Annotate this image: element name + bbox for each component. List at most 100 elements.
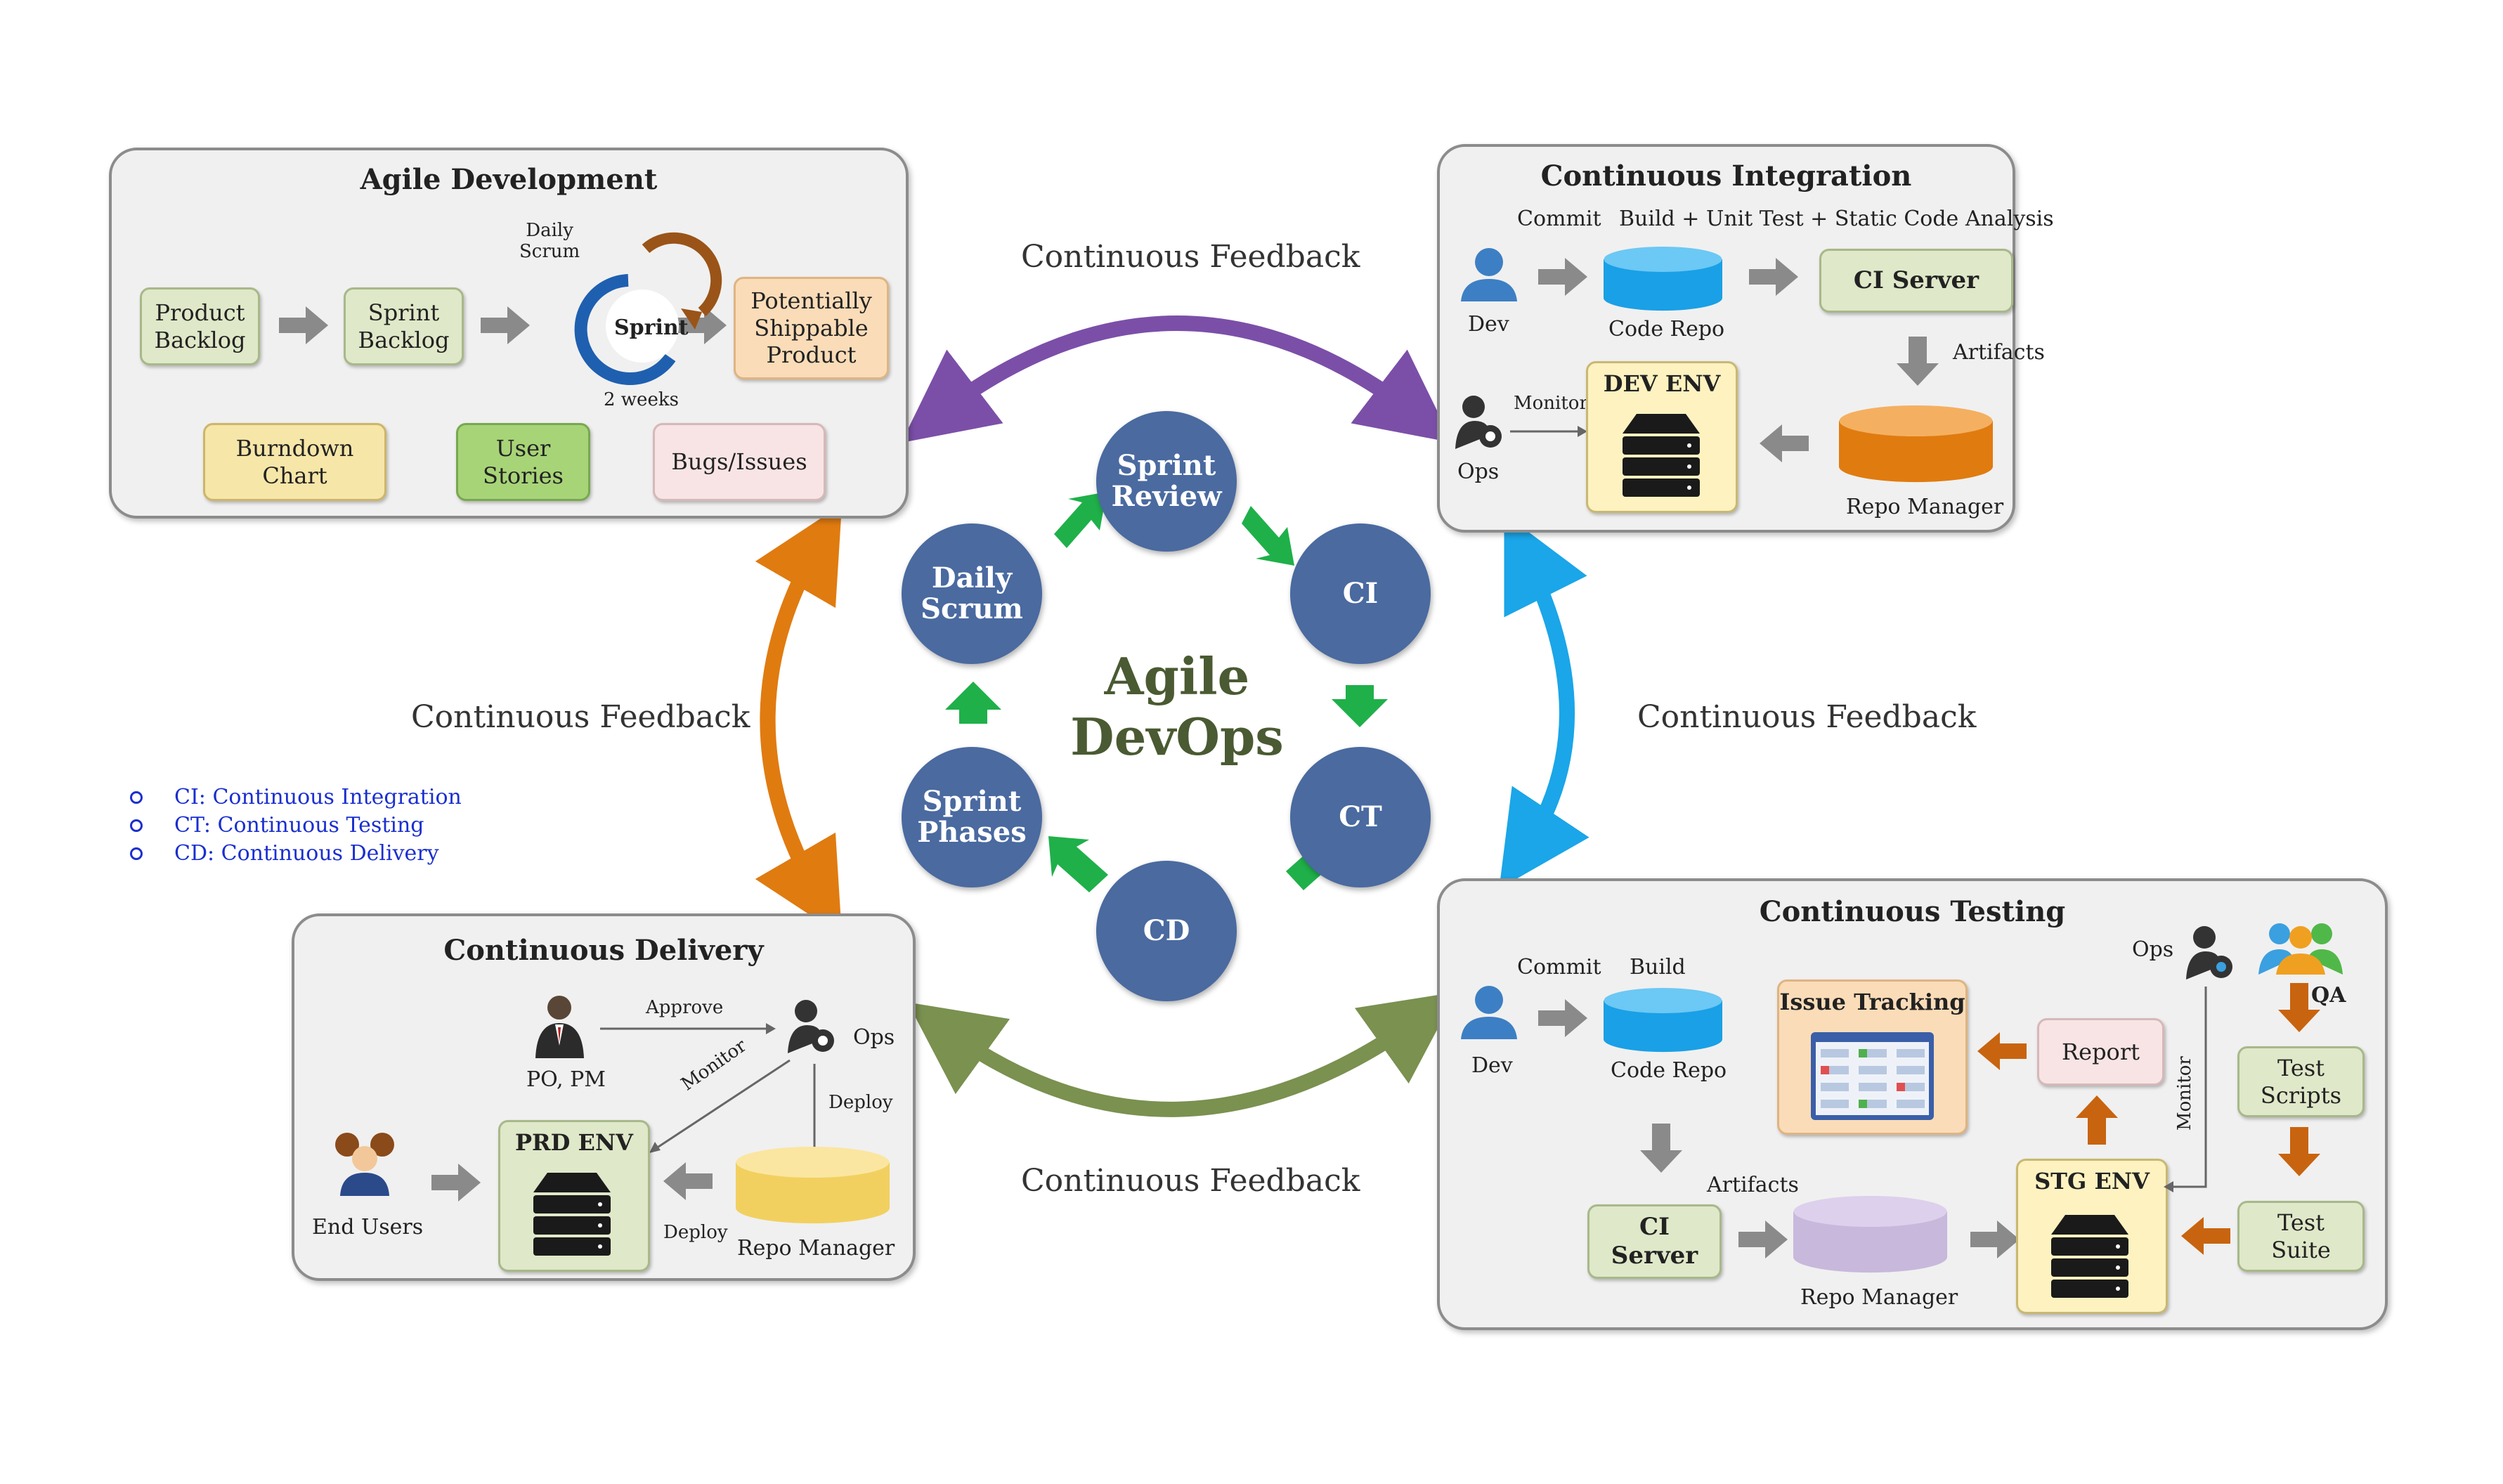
ci-artifacts-label: Artifacts — [1953, 340, 2045, 365]
arrow-down-orange-icon — [2278, 1127, 2320, 1176]
sprint-cycle-icon — [574, 232, 722, 385]
cd-panel-title: Continuous Delivery — [443, 934, 764, 967]
ci-panel-title: Continuous Integration — [1540, 160, 1912, 193]
end-users-group-icon — [335, 1133, 394, 1196]
arrow-up-orange-icon — [2076, 1095, 2118, 1145]
qa-team-icon — [2258, 923, 2343, 975]
feedback-label-right: Continuous Feedback — [1637, 699, 1977, 735]
agile-development-panel: Agile Development Product Backlog Sprint… — [109, 148, 909, 519]
prd-env-label: PRD ENV — [514, 1129, 633, 1156]
feedback-arc-bottom — [907, 991, 1457, 1117]
ct-ci-server-label: CI Server — [1611, 1213, 1698, 1270]
approve-arrow-icon — [600, 1023, 776, 1034]
arrow-right-icon — [279, 306, 328, 344]
feedback-label-left: Continuous Feedback — [411, 699, 750, 735]
feedback-arc-left — [755, 504, 843, 937]
center-title-line2: DevOps — [1070, 707, 1284, 767]
continuous-integration-panel: Continuous Integration Commit Build + Un… — [1437, 144, 2054, 533]
repo-manager-database-icon — [1793, 1196, 1947, 1273]
arrow-right-icon — [677, 306, 727, 344]
arrow-right-icon — [1538, 258, 1587, 296]
ci-server-box: CI Server — [1819, 249, 2013, 313]
sprint-backlog-label: Sprint Backlog — [358, 299, 450, 353]
ct-ops-label: Ops — [2132, 937, 2174, 962]
ci-dev-label: Dev — [1468, 312, 1509, 337]
user-stories-label: User Stories — [483, 435, 564, 489]
ops-gear-user-icon — [788, 1000, 834, 1053]
test-scripts-label: Test Scripts — [2260, 1055, 2342, 1109]
ct-artifacts-label: Artifacts — [1707, 1173, 1799, 1197]
stg-env-label: STG ENV — [2034, 1168, 2150, 1195]
monitor-line-icon — [2164, 987, 2207, 1192]
sprint-backlog-box: Sprint Backlog — [344, 287, 464, 365]
legend-item: CD: Continuous Delivery — [130, 840, 462, 868]
dev-env-label: DEV ENV — [1603, 370, 1721, 397]
cd-approve-label: Approve — [646, 997, 724, 1018]
product-backlog-box: Product Backlog — [140, 287, 260, 365]
arrow-right-icon — [1738, 1221, 1788, 1258]
cd-circle: CD — [1096, 861, 1237, 1001]
bugs-issues-box: Bugs/Issues — [653, 423, 826, 501]
daily-scrum-circle: Daily Scrum — [902, 523, 1042, 664]
test-scripts-box: Test Scripts — [2237, 1046, 2365, 1117]
burndown-chart-box: Burndown Chart — [203, 423, 386, 501]
cd-deploy-right-label: Deploy — [828, 1092, 893, 1113]
arrow-left-orange-icon — [1977, 1032, 2027, 1070]
issue-tracking-label: Issue Tracking — [1779, 989, 1965, 1015]
ci-commit-label: Commit — [1517, 207, 1601, 231]
sprint-phases-circle: Sprint Phases — [902, 747, 1042, 887]
feedback-label-top: Continuous Feedback — [1021, 239, 1360, 275]
dev-user-icon — [1461, 248, 1517, 301]
ci-code-repo-label: Code Repo — [1608, 317, 1725, 341]
arrow-left-icon — [663, 1162, 713, 1200]
arrow-right-icon — [1538, 999, 1587, 1037]
legend: CI: Continuous Integration CT: Continuou… — [130, 783, 462, 868]
cycle-arrow-6 — [945, 682, 1001, 724]
arrow-left-icon — [1760, 424, 1809, 462]
report-box: Report — [2037, 1018, 2164, 1086]
ct-monitor-label: Monitor — [2174, 1056, 2195, 1131]
arrow-right-icon — [481, 306, 530, 344]
cycle-arrow-3 — [1332, 685, 1388, 727]
ct-panel-title: Continuous Testing — [1759, 895, 2066, 928]
shippable-product-box: Potentially Shippable Product — [734, 277, 889, 379]
repo-manager-database-icon — [1839, 405, 1993, 483]
test-suite-label: Test Suite — [2271, 1209, 2331, 1263]
ops-gear-user-icon — [1455, 396, 1502, 449]
cd-deploy-bottom-label: Deploy — [663, 1222, 728, 1243]
ci-monitor-label: Monitor — [1514, 393, 1588, 414]
cd-end-users-label: End Users — [312, 1215, 424, 1239]
arrow-right-icon — [431, 1164, 481, 1202]
arrow-down-orange-icon — [2278, 983, 2320, 1032]
cycle-arrow-5 — [1048, 836, 1108, 892]
bullet-icon — [130, 791, 143, 804]
sprint-phases-label: Sprint Phases — [917, 785, 1027, 849]
ops-gear-user-icon — [2186, 926, 2232, 979]
ct-label: CT — [1339, 800, 1382, 833]
continuous-testing-panel: Continuous Testing Commit Build Dev Code… — [1437, 878, 2388, 1330]
legend-item-ci: CI: Continuous Integration — [174, 785, 462, 809]
ct-qa-label: QA — [2311, 983, 2346, 1008]
burndown-chart-label: Burndown Chart — [235, 435, 354, 489]
issue-tracker-window-icon — [1811, 1032, 1934, 1120]
server-stack-icon — [2051, 1215, 2128, 1298]
feedback-arc-right — [1499, 513, 1589, 889]
continuous-delivery-panel: Continuous Delivery PO, PM Approve Ops M… — [292, 913, 916, 1281]
ci-repo-manager-label: Repo Manager — [1846, 495, 2004, 519]
bugs-issues-label: Bugs/Issues — [671, 448, 807, 476]
server-stack-icon — [1623, 414, 1700, 497]
ct-commit-label: Commit — [1517, 955, 1601, 979]
dev-user-icon — [1461, 986, 1517, 1039]
ct-dev-label: Dev — [1471, 1053, 1513, 1078]
product-backlog-label: Product Backlog — [154, 299, 246, 353]
test-suite-box: Test Suite — [2237, 1201, 2365, 1272]
report-label: Report — [2062, 1038, 2140, 1065]
ci-ops-label: Ops — [1457, 460, 1500, 484]
legend-item-cd: CD: Continuous Delivery — [174, 841, 439, 866]
center-title-line1: Agile — [1104, 646, 1250, 706]
legend-item: CT: Continuous Testing — [130, 812, 462, 840]
ct-build-label: Build — [1630, 955, 1686, 979]
daily-scrum-small-label: Daily Scrum — [519, 220, 580, 262]
ci-build-label: Build + Unit Test + Static Code Analysis — [1619, 207, 2054, 231]
